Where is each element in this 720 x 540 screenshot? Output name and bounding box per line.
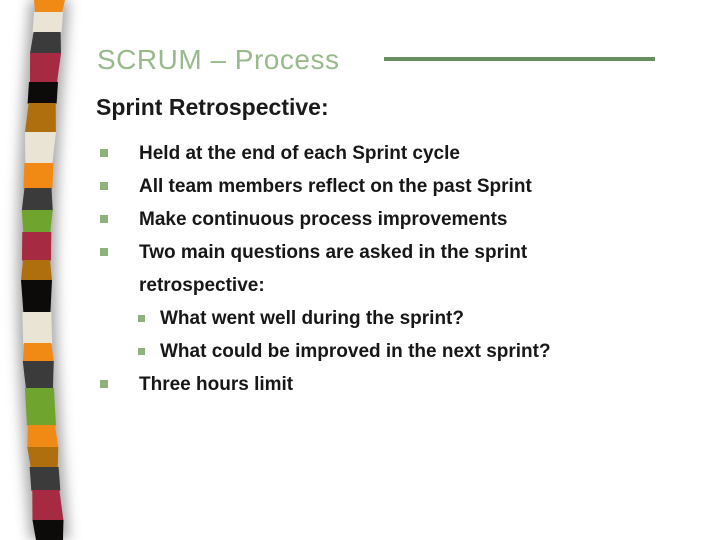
stripe-segment xyxy=(24,103,56,133)
stripe-segment xyxy=(32,520,64,540)
stripe-segment xyxy=(30,53,62,83)
stripe-segment xyxy=(22,232,52,261)
bullet-square-icon xyxy=(138,315,145,322)
sub-bullet-item: What could be improved in the next sprin… xyxy=(97,335,617,368)
bullet-text: Make continuous process improvements xyxy=(139,209,508,230)
bullet-square-icon xyxy=(100,380,108,388)
bullet-text: Two main questions are asked in the spri… xyxy=(139,242,528,296)
bullet-text: What went well during the sprint? xyxy=(160,308,464,329)
bullet-item: Two main questions are asked in the spri… xyxy=(97,236,617,302)
stripe-segment xyxy=(21,280,52,313)
bullet-item: All team members reflect on the past Spr… xyxy=(97,170,617,203)
bullet-text: What could be improved in the next sprin… xyxy=(160,341,551,362)
stripe-segment xyxy=(23,163,54,189)
stripe-segment xyxy=(34,0,65,13)
bullet-square-icon xyxy=(100,248,108,256)
bullet-text: All team members reflect on the past Spr… xyxy=(139,176,532,197)
stripe-segment xyxy=(32,490,64,521)
stripe-segment xyxy=(21,210,53,233)
bullet-text: Three hours limit xyxy=(139,374,294,395)
bullet-square-icon xyxy=(100,215,108,223)
stripe-segment xyxy=(25,132,56,164)
bullet-item: Held at the end of each Sprint cycle xyxy=(97,137,617,170)
bullet-square-icon xyxy=(100,149,108,157)
stripe-segment xyxy=(21,260,52,281)
slide-title: SCRUM – Process xyxy=(97,44,340,75)
stripe-segments xyxy=(21,0,65,540)
bullet-square-icon xyxy=(100,182,108,190)
sub-bullet-item: What went well during the sprint? xyxy=(97,302,617,335)
stripe-segment xyxy=(29,467,61,491)
bullet-item: Make continuous process improvements xyxy=(97,203,617,236)
stripe-segment xyxy=(27,447,59,468)
bullet-text: Held at the end of each Sprint cycle xyxy=(139,143,460,164)
stripe-segment xyxy=(32,12,64,33)
stripe-segment xyxy=(22,361,54,389)
stripe-segment xyxy=(22,312,53,344)
decorative-stripe xyxy=(17,0,69,540)
slide-heading: Sprint Retrospective: xyxy=(96,94,329,120)
stripe-segment xyxy=(21,188,53,211)
bullet-square-icon xyxy=(138,348,145,355)
title-rule-line xyxy=(384,57,655,61)
stripe-segment xyxy=(22,343,54,362)
stripe-segment xyxy=(27,82,58,104)
stripe-segment xyxy=(30,32,61,54)
stripe-segment xyxy=(24,388,56,426)
stripe-segment xyxy=(27,425,59,448)
bullet-item: Three hours limit xyxy=(97,368,617,401)
